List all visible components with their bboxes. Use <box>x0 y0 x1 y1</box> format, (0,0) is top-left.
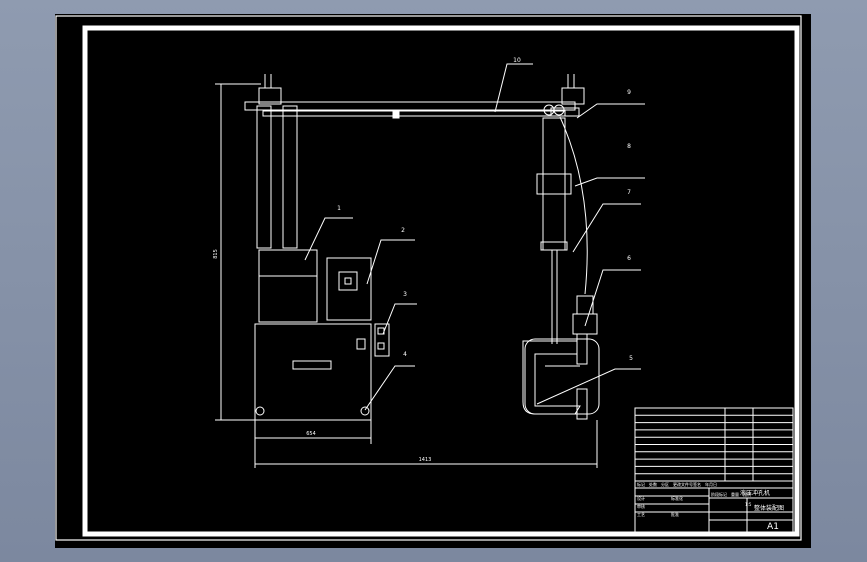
tb-label-approve: 批准 <box>671 511 679 517</box>
dim-base <box>254 420 598 468</box>
tb-stage-scale: 比例 <box>743 491 751 497</box>
tb-label-zone: 分区 <box>661 481 669 487</box>
balloon-4: 4 <box>403 351 407 358</box>
tb-label-sign: 签名 <box>693 481 701 487</box>
sheet-size: A1 <box>767 522 779 532</box>
balloon-2: 2 <box>401 227 405 234</box>
dim-height <box>215 83 261 421</box>
tb-scale-value: 1:5 <box>745 502 752 507</box>
tb-label-process: 工艺 <box>637 512 645 517</box>
inner-border <box>82 25 800 537</box>
assembly-drawing: 10 9 8 7 6 5 1 2 3 4 815 654 1413 液压冲孔机 … <box>55 15 802 541</box>
leader-lines <box>304 63 645 411</box>
dim-height-label: 815 <box>213 249 219 259</box>
dim-total-label: 1413 <box>419 457 432 463</box>
tb-stage-mark: 阶段标记 <box>711 491 727 497</box>
hydraulic-tank <box>254 249 390 421</box>
punch-column <box>536 116 598 365</box>
part-name: 整体装配图 <box>754 504 784 512</box>
tb-label-mark: 标记 <box>637 481 645 487</box>
balloon-1: 1 <box>337 205 341 212</box>
balloon-10: 10 <box>513 57 521 64</box>
balloon-9: 9 <box>627 89 631 96</box>
tb-label-design: 设计 <box>637 495 645 501</box>
balloon-5: 5 <box>629 355 633 362</box>
tb-label-count: 处数 <box>649 481 657 487</box>
drawing-name: 液压冲孔机 <box>740 489 770 497</box>
outer-border <box>55 15 802 541</box>
tb-label-standard: 标准化 <box>671 495 683 501</box>
tb-label-date: 年月日 <box>705 481 717 487</box>
balloon-8: 8 <box>627 143 631 150</box>
balloon-6: 6 <box>627 255 631 262</box>
frame-structure <box>244 74 585 249</box>
cad-viewport[interactable]: 10 9 8 7 6 5 1 2 3 4 815 654 1413 液压冲孔机 … <box>55 14 811 548</box>
title-block <box>634 407 794 533</box>
c-frame <box>522 340 581 415</box>
dim-base-label: 654 <box>306 431 316 437</box>
balloon-3: 3 <box>403 291 407 298</box>
tb-label-review: 审核 <box>637 503 645 509</box>
balloon-7: 7 <box>627 189 631 196</box>
tb-label-file: 更改文件号 <box>673 481 693 487</box>
tb-stage-weight: 重量 <box>731 491 739 497</box>
